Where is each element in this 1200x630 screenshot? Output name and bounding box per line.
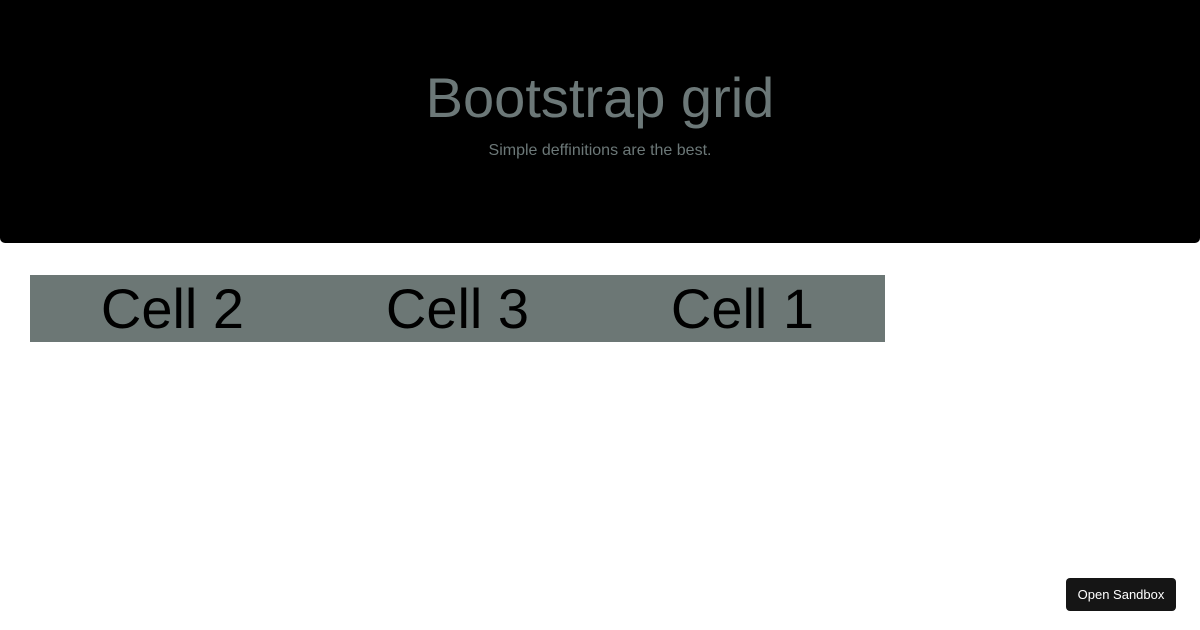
grid-row: Cell 2 Cell 3 Cell 1 bbox=[30, 275, 885, 342]
grid-cell: Cell 2 bbox=[100, 277, 245, 340]
page-subtitle: Simple deffinitions are the best. bbox=[488, 142, 712, 159]
open-sandbox-button[interactable]: Open Sandbox bbox=[1066, 578, 1176, 611]
jumbotron-header: Bootstrap grid Simple deffinitions are t… bbox=[0, 0, 1200, 243]
page-title: Bootstrap grid bbox=[425, 66, 775, 129]
grid-cell: Cell 3 bbox=[385, 277, 530, 340]
grid-cell: Cell 1 bbox=[670, 277, 815, 340]
